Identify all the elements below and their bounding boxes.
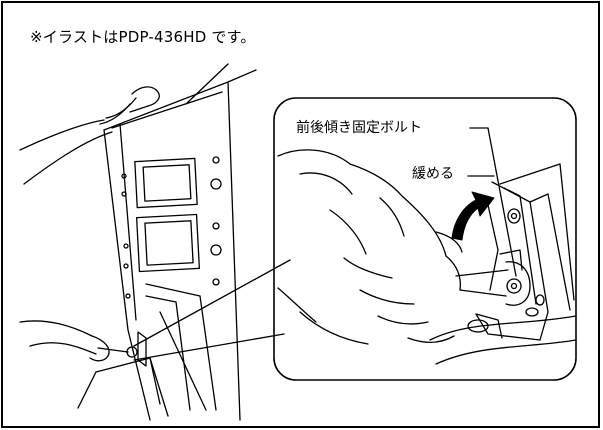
- model-note: ※イラストはPDP-436HD です。: [30, 28, 256, 46]
- bolt-icon: [429, 163, 577, 365]
- loosen-label: 緩める: [412, 166, 454, 182]
- bolt-label: 前後傾き固定ボルト: [296, 119, 422, 136]
- curved-arrow-icon: [451, 191, 495, 241]
- display-panel-drawing: [19, 63, 291, 421]
- wrench-icon: [19, 320, 147, 367]
- closeup-callout: [273, 97, 577, 381]
- hand-icon: [19, 86, 160, 185]
